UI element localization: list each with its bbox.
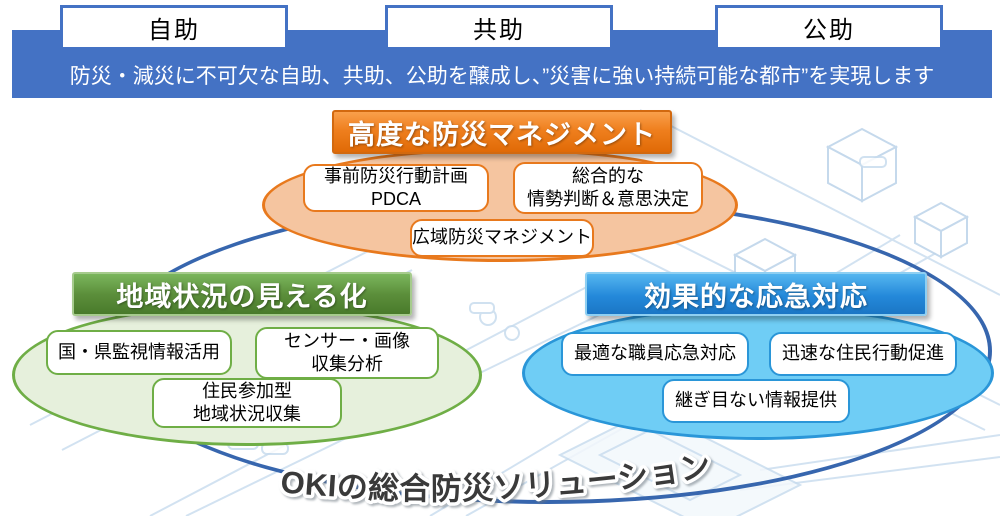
item-line: 総合的な xyxy=(572,165,644,186)
pillar-public-help-label: 公助 xyxy=(803,17,855,44)
response-title: 効果的な応急対応 xyxy=(644,281,868,312)
visibility-title: 地域状況の見える化 xyxy=(116,281,368,312)
item-line: センサー・画像 xyxy=(284,330,410,351)
response-item-resident-action: 迅速な住民行動促進 xyxy=(769,332,957,376)
banner-message: 防災・減災に不可欠な自助、共助、公助を醸成し、”災害に強い持続可能な都市”を実現… xyxy=(69,65,935,88)
pillar-public-help: 公助 xyxy=(715,5,943,50)
management-item-wide-area: 広域防災マネジメント xyxy=(410,219,594,257)
pillar-mutual-help: 共助 xyxy=(385,5,613,50)
management-header: 高度な防災マネジメント xyxy=(332,110,672,154)
item-line: 広域防災マネジメント xyxy=(412,227,592,248)
response-item-seamless-info: 継ぎ目ない情報提供 xyxy=(662,379,850,423)
item-line: 国・県監視情報活用 xyxy=(58,341,220,362)
management-item-pdca: 事前防災行動計画 PDCA xyxy=(303,164,489,212)
item-line: 住民参加型 xyxy=(202,380,292,401)
management-item-decision: 総合的な 情勢判断＆意思決定 xyxy=(513,162,703,214)
item-line: 最適な職員応急対応 xyxy=(574,343,736,364)
item-line: PDCA xyxy=(370,189,421,209)
pillar-self-help: 自助 xyxy=(60,5,288,50)
item-line: 継ぎ目ない情報提供 xyxy=(675,390,837,411)
visibility-item-resident: 住民参加型 地域状況収集 xyxy=(152,378,342,428)
response-item-staff: 最適な職員応急対応 xyxy=(561,332,749,376)
item-line: 地域状況収集 xyxy=(193,404,301,424)
pillar-mutual-help-label: 共助 xyxy=(473,17,525,44)
visibility-header: 地域状況の見える化 xyxy=(72,272,412,316)
management-title: 高度な防災マネジメント xyxy=(348,119,656,150)
solution-title-textpath: OKIの総合防災ソリューション xyxy=(276,444,717,510)
visibility-item-sensor: センサー・画像 収集分析 xyxy=(255,327,439,379)
pillar-self-help-label: 自助 xyxy=(148,17,200,44)
item-line: 事前防災行動計画 xyxy=(324,165,468,186)
item-line: 収集分析 xyxy=(311,354,383,374)
solution-title-text: OKIの総合防災ソリューション xyxy=(279,448,713,507)
item-line: 情勢判断＆意思決定 xyxy=(527,189,689,209)
visibility-item-monitoring: 国・県監視情報活用 xyxy=(46,330,232,375)
response-header: 効果的な応急対応 xyxy=(585,272,927,316)
item-line: 迅速な住民行動促進 xyxy=(782,343,944,364)
solution-title: OKIの総合防災ソリューション xyxy=(276,444,717,510)
